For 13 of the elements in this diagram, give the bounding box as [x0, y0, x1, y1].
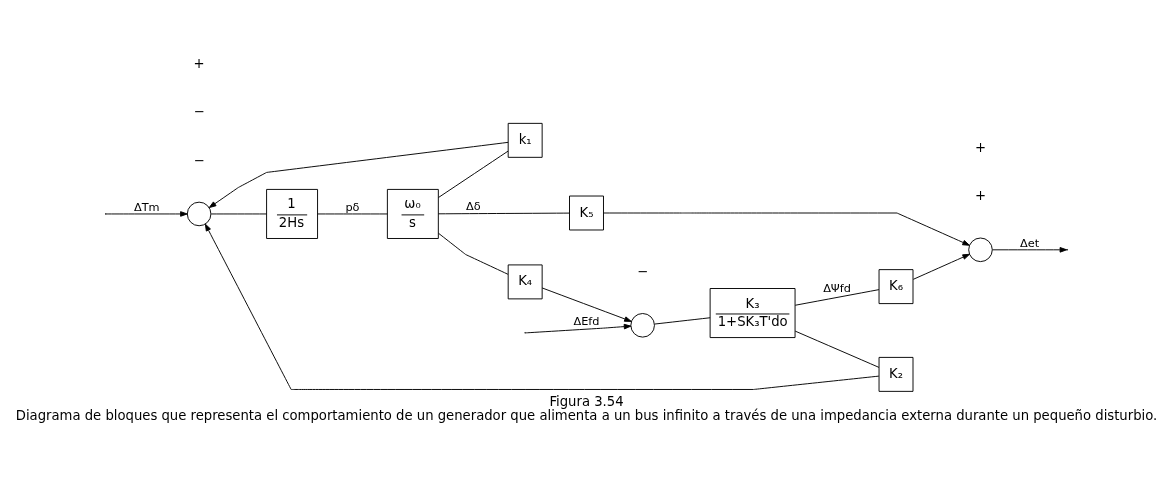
label: −	[193, 152, 205, 168]
edge-label: ΔΨfd	[823, 280, 851, 295]
label: +	[974, 140, 987, 156]
edge-label: pδ	[345, 199, 360, 214]
label: −	[193, 104, 205, 120]
diagram-title: Figura 3.54	[549, 393, 624, 409]
edge-label: ΔEfd	[573, 313, 600, 328]
label: −	[637, 263, 649, 279]
edge-label: Δet	[1019, 235, 1040, 250]
label: +	[193, 56, 205, 72]
label: +	[974, 188, 987, 204]
edge-label: Δδ	[465, 198, 481, 213]
edge-label: ΔTm	[133, 199, 160, 214]
